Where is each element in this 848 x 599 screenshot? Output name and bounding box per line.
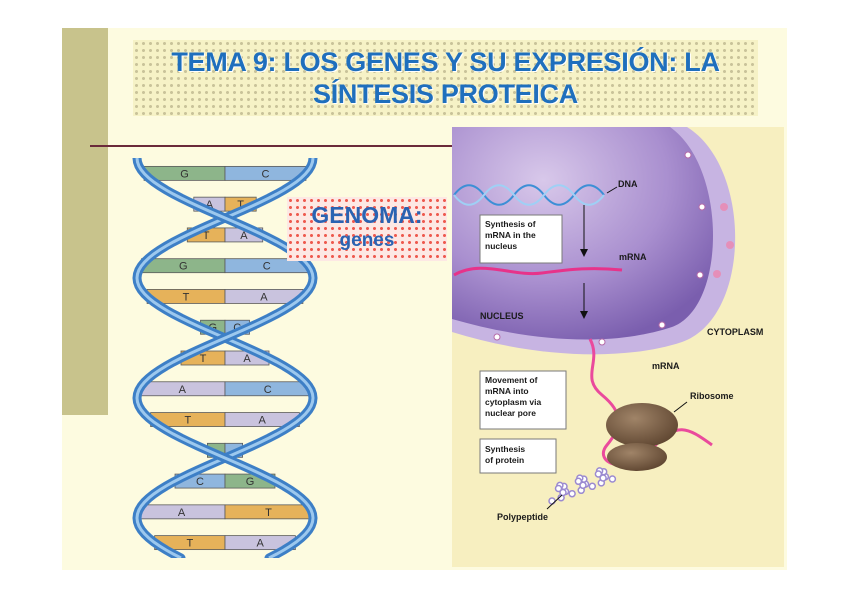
base-right-letter: A — [259, 415, 267, 427]
base-right-letter: C — [263, 261, 271, 273]
base-right-letter: C — [262, 168, 270, 180]
amino-acid-bead — [568, 489, 576, 498]
slide-sidebar-bar — [62, 28, 108, 415]
genome-callout-box — [287, 197, 447, 261]
base-right-letter: C — [264, 384, 272, 396]
amino-acid-bead — [594, 470, 603, 478]
label-dna: DNA — [618, 179, 638, 189]
base-right-letter: T — [265, 507, 272, 519]
amino-acid-bead — [554, 484, 563, 493]
amino-acid-bead — [588, 482, 597, 491]
box-synthesis-protein-text: Synthesis of protein — [485, 444, 528, 465]
mrna-in-nucleus — [453, 266, 623, 277]
amino-acid-bead — [548, 497, 556, 505]
base-left-letter: T — [200, 353, 207, 365]
amino-acid-bead — [599, 474, 607, 482]
base-left-letter: T — [186, 538, 193, 550]
box-synthesis-mrna-text: Synthesis of mRNA in the nucleus — [485, 219, 538, 251]
label-ribosome: Ribosome — [690, 391, 734, 401]
nucleus — [452, 127, 714, 340]
base-right-letter: G — [246, 476, 255, 488]
label-mrna-nucleus: mRNA — [619, 252, 647, 262]
base-left-letter: A — [178, 507, 186, 519]
base-left-letter: G — [180, 168, 189, 180]
genome-callout-subtitle: genes — [339, 230, 395, 251]
ribosome — [606, 403, 678, 471]
amino-acid-bead — [559, 488, 567, 497]
dna-pointer — [606, 186, 618, 194]
base-left-letter: A — [179, 384, 187, 396]
base-right-letter: A — [243, 353, 251, 365]
label-cytoplasm: CYTOPLASM — [707, 327, 763, 337]
box-movement-text: Movement of mRNA into cytoplasm via nucl… — [485, 375, 544, 418]
base-right-letter: T — [237, 199, 244, 211]
dna-backbone-a-highlight — [135, 158, 315, 558]
protein-synthesis-diagram: DNA Synthesis of mRNA in the nucleus mRN… — [452, 127, 784, 567]
amino-acid-bead — [579, 481, 587, 490]
label-mrna-cytoplasm: mRNA — [652, 361, 680, 371]
label-nucleus: NUCLEUS — [480, 311, 524, 321]
amino-acid-bead — [574, 477, 583, 486]
genome-callout-title: GENOMA: — [311, 202, 423, 228]
base-right-letter: A — [257, 538, 265, 550]
base-left-letter: T — [203, 230, 210, 242]
base-left-letter: G — [179, 261, 188, 273]
polypeptide-chain — [548, 467, 617, 505]
polypeptide-pointer — [546, 494, 563, 510]
slide-title: TEMA 9: LOS GENES Y SU EXPRESIÓN: LA SÍN… — [171, 47, 720, 109]
nuclear-pores — [493, 151, 706, 346]
box-synthesis-protein — [479, 438, 557, 474]
title-underline — [90, 145, 455, 147]
base-left-letter: C — [196, 476, 204, 488]
base-right-letter: A — [260, 291, 268, 303]
box-synthesis-mrna — [479, 214, 563, 264]
base-left-letter: A — [206, 199, 214, 211]
ribosome-pointer — [673, 401, 688, 413]
base-right-letter: A — [240, 230, 248, 242]
box-movement — [479, 370, 567, 430]
label-polypeptide: Polypeptide — [497, 512, 548, 522]
genome-callout: GENOMA: genes — [287, 203, 447, 253]
title-box — [133, 40, 758, 116]
amino-acid-bead — [608, 475, 617, 483]
dna-backbone-b-highlight — [135, 158, 315, 558]
base-left-letter: T — [183, 291, 190, 303]
dna-strand-icon — [453, 184, 605, 206]
base-left-letter: T — [184, 415, 191, 427]
cytoplasm-dots — [713, 203, 734, 278]
